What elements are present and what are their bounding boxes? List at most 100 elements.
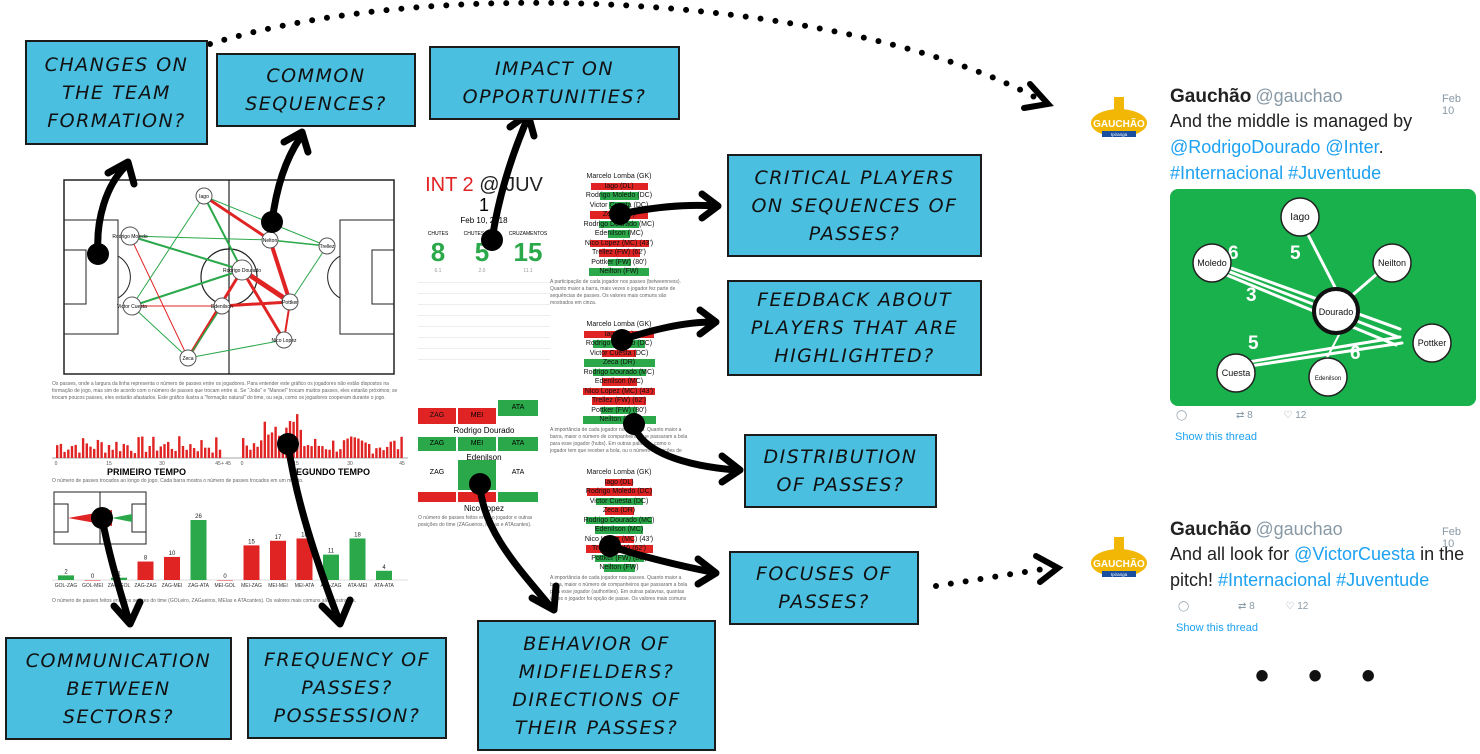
player-name: Edenilson (MC) [594,378,644,385]
timeline-bar [317,445,320,458]
callout-midfielders-behavior: Behavior of midfielders? Directions of t… [477,620,716,751]
timeline-bar [96,439,100,458]
player-row: Nico Lopez (MC) (43') [550,239,688,249]
show-thread-link[interactable]: Show this thread [1176,622,1258,634]
sector-category-label: ZAG-ZAG [134,583,156,588]
mid-name-2: Edenilson [466,453,502,462]
sector-value-label: 26 [195,514,202,520]
player-row: Marcelo Lomba (GK) [550,320,688,330]
svg-text:Ipiranga: Ipiranga [1111,132,1128,137]
tg-node-pottker: Pottker [1412,323,1452,363]
tweet-date[interactable]: Feb 10 [1442,526,1461,550]
tweet-text-2: pitch! [1170,570,1214,590]
player-name: Edenilson (MC) [594,230,644,237]
sector-category-label: MEI-MEI [268,583,287,588]
mention-link[interactable]: @VictorCuesta [1294,544,1416,564]
player-row: Rodrigo Dourado (MC) [550,220,688,230]
like-icon[interactable]: ♡ [1283,410,1293,421]
player-row: Neilton (FW) [550,415,688,425]
reply-icon[interactable]: ◯ [1178,601,1190,612]
tweet-2[interactable]: Gauchão@gauchao Feb 10 And all look for … [1170,519,1475,593]
sector-bar [84,580,101,581]
player-row: Marcelo Lomba (GK) [550,172,688,182]
mention-link[interactable]: @RodrigoDourado [1170,137,1321,157]
callout-communication-sectors: Communication between sectors? [5,637,232,740]
mid-cell: ZAG [429,469,445,476]
mid-cell: MEI [458,408,496,424]
timeline-bar [215,437,218,458]
tweet-text: And the middle is managed by [1170,111,1413,131]
sector-category-label: MEI-GOL [214,583,235,588]
timeline-bar [378,447,382,458]
mention-link[interactable]: @Inter [1325,137,1379,157]
stat-sub: 2.0 [478,268,486,274]
timeline-bar [178,436,181,458]
player-name: Zeca (DR) [602,211,636,218]
timeline-caption: O número de passes trocados ao longo do … [52,478,304,484]
player-name: Victor Cuesta (DC) [589,349,649,357]
player-name: Rodrigo Dourado (MC) [583,220,655,228]
sector-category-label: ZAG-MEI [162,583,183,588]
player-row: Iago (DL) [550,478,688,488]
player-name: Trellez (FW) (62') [592,397,646,404]
timeline-bar [167,441,170,458]
player-row: Neilton (FW) [550,267,688,277]
svg-text:Rodrigo Moledo: Rodrigo Moledo [112,234,148,240]
arrow-head [718,452,744,486]
timeline-bar [256,446,259,458]
player-row: Trellez (FW) (62') [550,544,688,554]
player-row: Rodrigo Moledo (DC) [550,339,688,349]
sector-bar [111,577,127,580]
tweet-2-actions: ◯ ⇄ 8 ♡ 12 [1178,601,1378,612]
tweet-graph-card[interactable]: 6 5 3 5 6 Iago Moledo Neilton Dourado Po… [1170,189,1476,406]
timeline-tick-label: 0 [241,461,244,466]
player-list: Marcelo Lomba (GK)Iago (DL)Rodrigo Moled… [550,468,688,601]
timeline-bar [115,441,118,458]
like-icon[interactable]: ♡ [1285,601,1295,612]
player-name: Edenilson (MC) [594,526,644,533]
mid-cell: ATA [498,437,538,451]
timeline-bar [93,448,96,458]
player-name: Marcelo Lomba (GK) [586,321,652,328]
timeline-bar [281,436,284,458]
node-trellez: Trellez [318,237,336,255]
tweet-date[interactable]: Feb 10 [1442,93,1461,117]
player-name: Rodrigo Dourado (MC) [583,516,655,524]
player-name: Pottker (FW) (80') [591,554,647,562]
svg-text:5: 5 [1290,243,1301,264]
tweet-1[interactable]: Gauchão@gauchao Feb 10 And the middle is… [1170,86,1475,186]
arrow-head [696,306,720,338]
sector-category-label: GOL-MEI [82,583,103,588]
timeline-bar [360,440,364,458]
timeline-bar [267,434,270,458]
timeline-bar [288,420,292,458]
sector-category-label: ZAG-GOL [108,583,131,588]
player-row: Nico Lopez (MC) (43') [550,387,688,397]
player-name: Victor Cuesta (DC) [589,497,649,505]
tweet-author-handle[interactable]: @gauchao [1255,519,1343,539]
timeline-bar [218,449,222,458]
player-row: Trellez (FW) (62') [550,248,688,258]
hashtag-links[interactable]: #Internacional #Juventude [1170,163,1382,183]
timeline-bar [59,443,63,458]
player-row: Zeca (DR) [550,210,688,220]
tweet-graph-nodes: Iago Moledo Neilton Dourado Pottker Cues… [1192,197,1452,397]
show-thread-link[interactable]: Show this thread [1175,431,1257,443]
timeline-bar [126,445,129,458]
retweet-icon[interactable]: ⇄ [1237,601,1247,612]
timeline-bar [144,451,148,458]
timeline-bar [393,440,396,458]
sector-bar [296,538,313,580]
timeline-bar [63,451,66,458]
sector-category-label: ATA-ZAG [321,583,342,588]
stat-label: CHUTES [427,231,449,237]
callout-distribution-passes: Distribution of passes? [744,434,937,508]
tweet-author-handle[interactable]: @gauchao [1255,86,1343,106]
reply-icon[interactable]: ◯ [1176,410,1188,421]
hashtag-links[interactable]: #Internacional #Juventude [1218,570,1430,590]
timeline-bar [204,447,207,458]
mid-cell: ATA [511,469,525,476]
callout-common-sequences: Common sequences? [216,53,416,127]
retweet-icon[interactable]: ⇄ [1235,410,1245,421]
